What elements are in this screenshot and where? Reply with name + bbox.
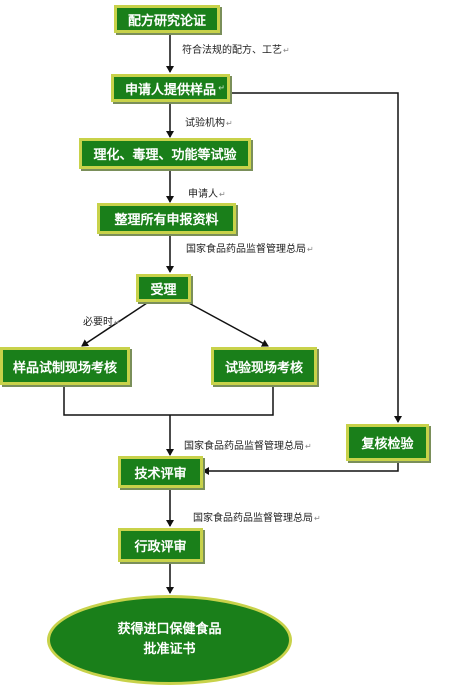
final-line-1: 获得进口保健食品 — [117, 622, 222, 637]
step-organize-materials: 整理所有申报资料 — [97, 203, 236, 234]
note-compliant-formula: 符合法规的配方、工艺↵ — [182, 45, 290, 56]
note-test-institution: 试验机构↵ — [185, 118, 233, 129]
final-approval-certificate: 获得进口保健食品 批准证书 — [47, 595, 292, 685]
note-cfda-1: 国家食品药品监督管理总局↵ — [186, 244, 314, 255]
final-line-2: 批准证书 — [143, 642, 196, 657]
note-cfda-2: 国家食品药品监督管理总局↵ — [184, 441, 312, 452]
step-provide-samples: 申请人提供样品 ↵ — [111, 74, 230, 102]
step-formula-research: 配方研究论证 — [114, 5, 220, 33]
step-tests: 理化、毒理、功能等试验 — [79, 138, 251, 169]
step-acceptance: 受理 — [136, 274, 191, 302]
arrow-b5-b6 — [81, 300, 151, 347]
arrow-b8-b9 — [202, 461, 399, 475]
note-cfda-3: 国家食品药品监督管理总局↵ — [193, 513, 321, 524]
arrow-b5-b7 — [184, 300, 269, 347]
step-technical-review: 技术评审 — [118, 456, 203, 488]
note-when-necessary: 必要时↵ — [83, 317, 121, 328]
step-test-site-inspection: 试验现场考核 — [211, 347, 317, 385]
step-recheck: 复核检验 — [346, 424, 429, 461]
arrow-b2-b8 — [230, 92, 402, 423]
merge-line — [63, 385, 274, 416]
note-applicant: 申请人↵ — [188, 189, 226, 200]
step-sample-production-inspection: 样品试制现场考核 — [0, 347, 130, 385]
step-administrative-review: 行政评审 — [118, 528, 203, 562]
